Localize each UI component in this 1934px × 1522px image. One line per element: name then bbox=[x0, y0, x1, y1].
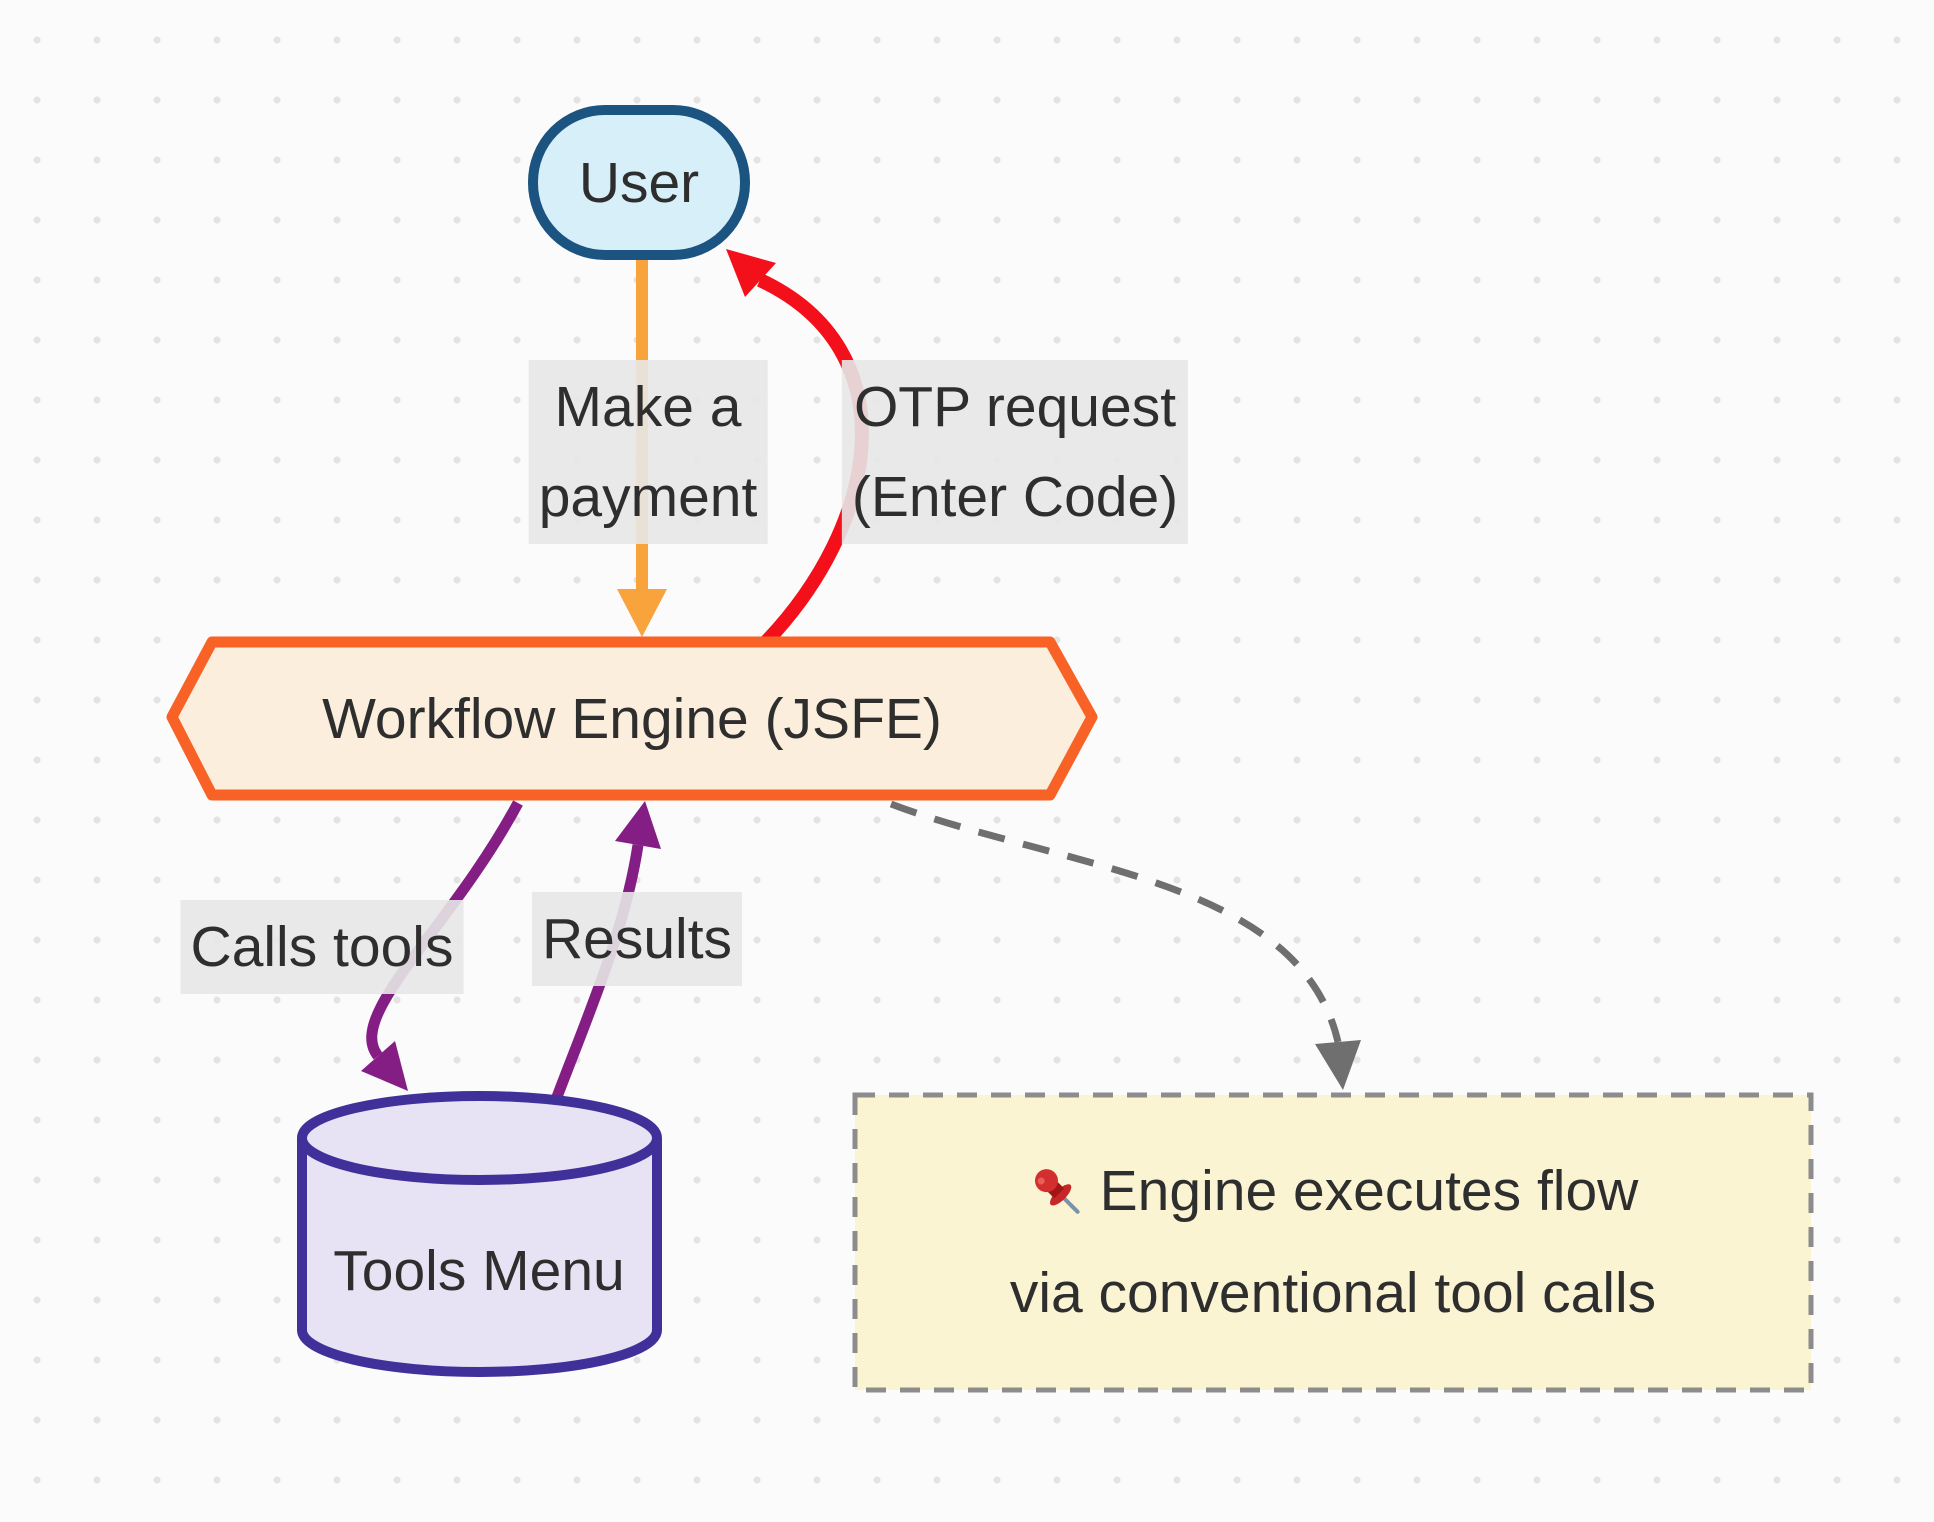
note-box bbox=[852, 1092, 1814, 1393]
note-content: Engine executes flow via conventional to… bbox=[1010, 1140, 1656, 1344]
edge-label-calls-tools: Calls tools bbox=[180, 900, 464, 994]
node-engine-shape bbox=[166, 636, 1098, 801]
node-tools-label: Tools Menu bbox=[333, 1239, 625, 1303]
edge-label-otp: OTP request (Enter Code) bbox=[841, 360, 1189, 544]
edge-label-line: OTP request bbox=[853, 375, 1177, 439]
node-tools-shape bbox=[297, 1091, 662, 1377]
node-user-shape bbox=[528, 105, 750, 260]
note-line-2: via conventional tool calls bbox=[1009, 1261, 1657, 1325]
note-line-1: Engine executes flow bbox=[1010, 1140, 1656, 1242]
edge-label-line: payment bbox=[538, 465, 758, 529]
pushpin-icon bbox=[1034, 1169, 1080, 1214]
edge-label-results: Results bbox=[531, 892, 743, 986]
edge-label-line: Make a bbox=[554, 375, 742, 439]
node-user-label: User bbox=[578, 151, 700, 215]
edge-label-line: (Enter Code) bbox=[851, 465, 1179, 529]
note-line-1-text: Engine executes flow bbox=[1099, 1159, 1639, 1223]
edge-note-link bbox=[889, 800, 1361, 1090]
edge-label-make-payment: Make a payment bbox=[528, 360, 768, 544]
node-engine-label: Workflow Engine (JSFE) bbox=[322, 687, 942, 751]
